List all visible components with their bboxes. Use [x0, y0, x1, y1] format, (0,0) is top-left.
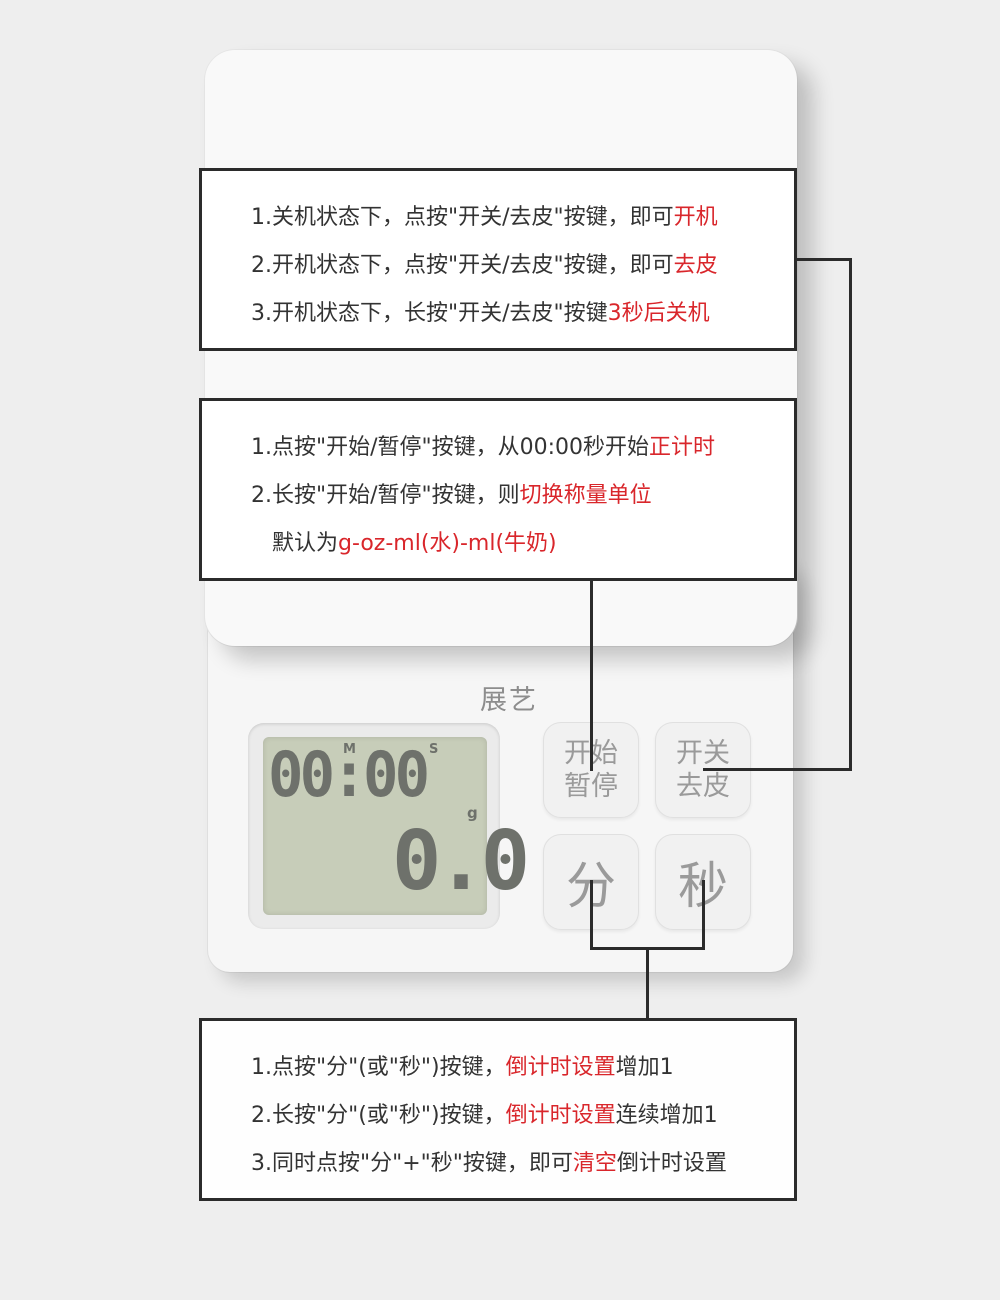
callout-highlight: 倒计时设置 [505, 1103, 616, 1128]
callout-line: 3.开机状态下，长按"开关/去皮"按键3秒后关机 [251, 295, 710, 327]
callout-text: 3.同时点按"分"+"秒"按键，即可 [251, 1151, 573, 1176]
callout-line: 1.关机状态下，点按"开关/去皮"按键，即可开机 [251, 199, 718, 231]
brand-logo: 展艺 [480, 685, 538, 716]
callout-line: 2.长按"开始/暂停"按键，则切换称量单位 [251, 477, 652, 509]
callout-text: 1.关机状态下，点按"开关/去皮"按键，即可 [251, 205, 674, 230]
callout-highlight: 3秒后关机 [607, 301, 710, 326]
connector-minsec [590, 880, 593, 950]
callout-text: 1.点按"分"(或"秒")按键， [251, 1055, 506, 1080]
lcd-weight-readout: 0.0 [392, 814, 530, 909]
callout-text: 增加1 [615, 1055, 674, 1080]
start-pause-label-2: 暂停 [564, 771, 618, 802]
callout-text: 1.点按"开始/暂停"按键，从00:00秒开始 [251, 435, 650, 460]
callout-text: 2.开机状态下，点按"开关/去皮"按键，即可 [251, 253, 674, 278]
callout-line: 2.开机状态下，点按"开关/去皮"按键，即可去皮 [251, 247, 718, 279]
callout-line: 3.同时点按"分"+"秒"按键，即可清空倒计时设置 [251, 1145, 727, 1177]
connector-start [590, 581, 593, 771]
lcd-minute-indicator: M [343, 742, 356, 757]
callout-power-tare: 1.关机状态下，点按"开关/去皮"按键，即可开机 2.开机状态下，点按"开关/去… [199, 168, 797, 351]
lcd-unit-indicator: g [467, 804, 478, 822]
callout-line: 默认为g-oz-ml(水)-ml(牛奶) [272, 525, 557, 557]
callout-line: 1.点按"分"(或"秒")按键，倒计时设置增加1 [251, 1049, 674, 1081]
callout-line: 1.点按"开始/暂停"按键，从00:00秒开始正计时 [251, 429, 715, 461]
callout-highlight: 清空 [572, 1151, 617, 1176]
callout-highlight: 去皮 [673, 253, 718, 278]
power-tare-label-1: 开关 [676, 738, 730, 769]
connector-minsec [646, 947, 649, 1019]
callout-text: 2.长按"开始/暂停"按键，则 [251, 483, 520, 508]
callout-highlight: 开机 [673, 205, 718, 230]
callout-minute-second: 1.点按"分"(或"秒")按键，倒计时设置增加1 2.长按"分"(或"秒")按键… [199, 1018, 797, 1201]
callout-text: 2.长按"分"(或"秒")按键， [251, 1103, 506, 1128]
callout-line: 2.长按"分"(或"秒")按键，倒计时设置连续增加1 [251, 1097, 718, 1129]
callout-highlight: 切换称量单位 [519, 483, 652, 508]
connector-power [849, 258, 852, 771]
callout-text: 倒计时设置 [616, 1151, 727, 1176]
connector-power [703, 768, 852, 771]
callout-highlight: 倒计时设置 [505, 1055, 616, 1080]
power-tare-label-2: 去皮 [676, 771, 730, 802]
callout-highlight: 正计时 [649, 435, 716, 460]
connector-power [797, 258, 852, 261]
connector-minsec [702, 880, 705, 950]
lcd-second-indicator: S [429, 742, 439, 757]
lcd-timer-readout: 00:00 [268, 738, 430, 811]
callout-text: 连续增加1 [615, 1103, 718, 1128]
lcd-screen [263, 737, 487, 915]
callout-start-pause: 1.点按"开始/暂停"按键，从00:00秒开始正计时 2.长按"开始/暂停"按键… [199, 398, 797, 581]
callout-highlight: g-oz-ml(水)-ml(牛奶) [338, 531, 557, 556]
callout-text: 3.开机状态下，长按"开关/去皮"按键 [251, 301, 608, 326]
callout-text: 默认为 [272, 531, 339, 556]
